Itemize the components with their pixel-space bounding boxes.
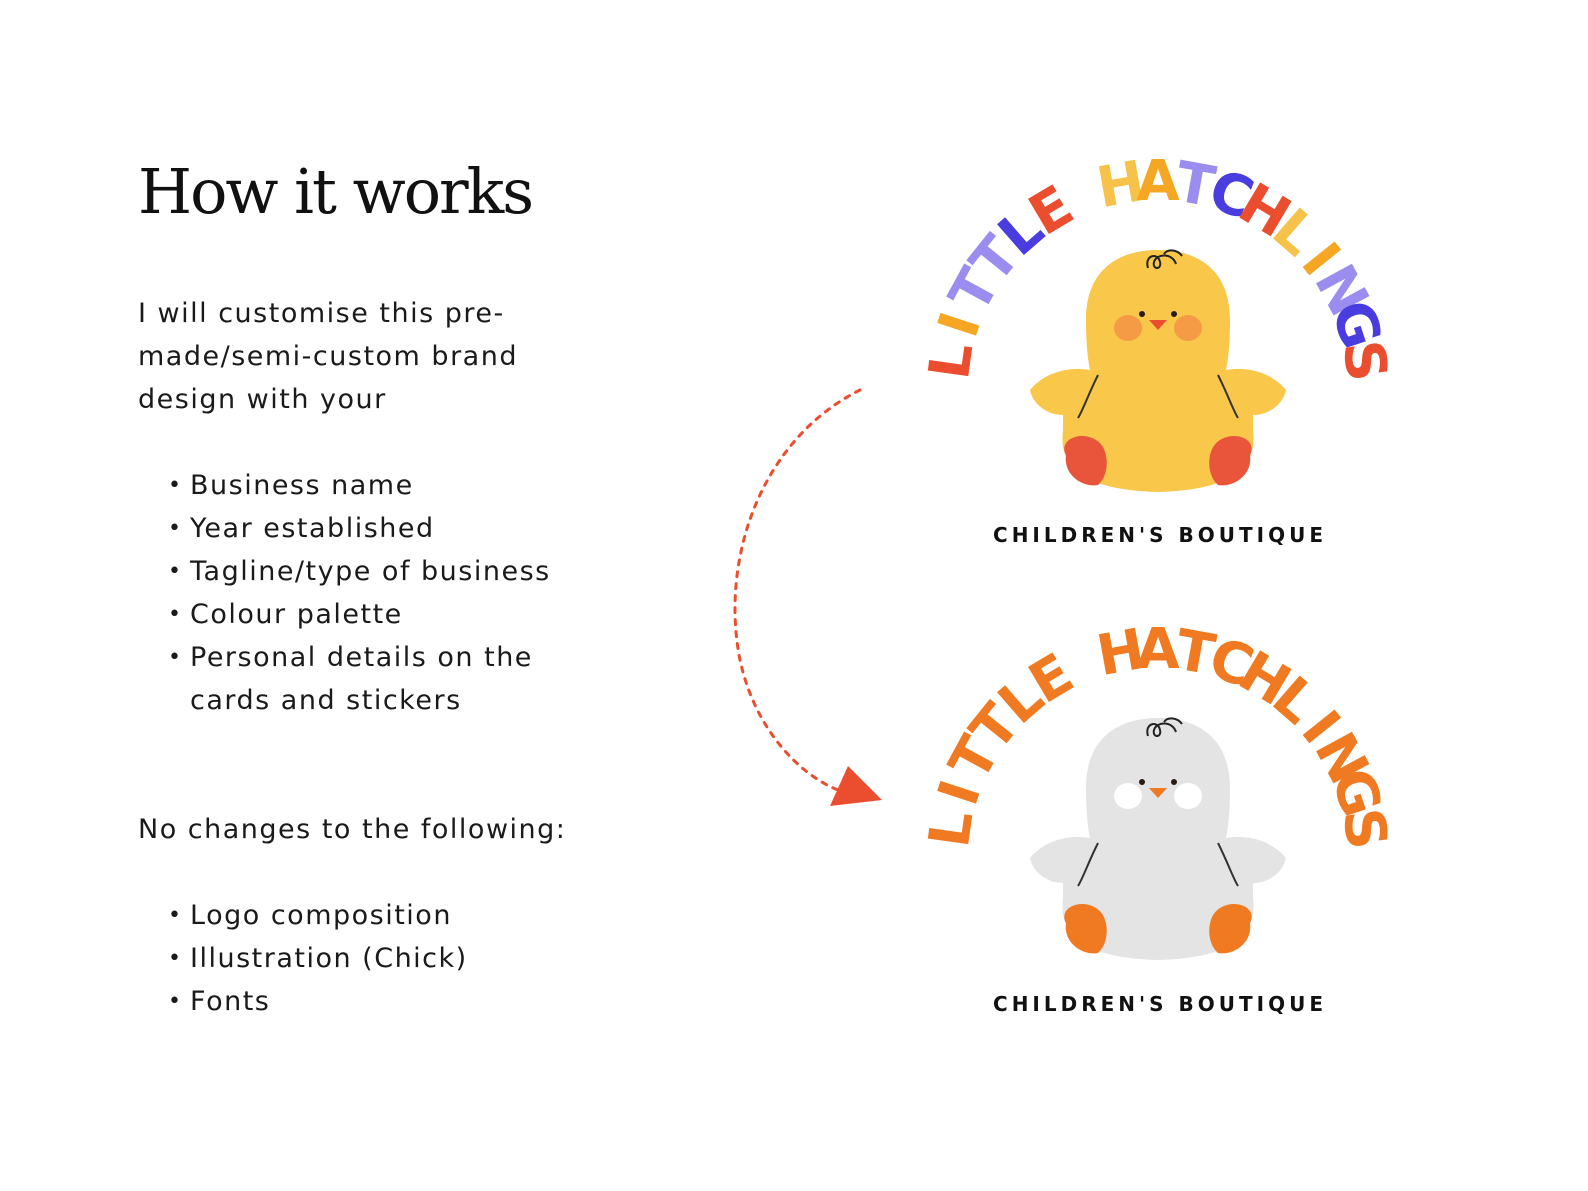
chick-eye [1139,311,1145,317]
chick-foot [1209,435,1252,486]
fixed-items-list: Logo composition Illustration (Chick) Fo… [168,894,608,1023]
no-changes-heading: No changes to the following: [138,814,567,845]
chick-cheek [1114,315,1142,341]
chick-cheek [1174,783,1202,809]
chick-foot [1209,903,1252,954]
chick-illustration [1030,249,1286,492]
chick-body [1030,250,1286,492]
list-item: Business name [168,464,608,507]
arrow-head-icon [830,766,882,806]
chick-cheek [1114,783,1142,809]
logo-letter: S [1329,337,1399,386]
chick-tuft [1146,249,1183,269]
list-item: Fonts [168,980,608,1023]
list-item: Illustration (Chick) [168,937,608,980]
chick-beak [1149,320,1167,330]
logo-letter: A [1136,149,1180,214]
list-item: Personal details on the cards and sticke… [168,636,608,722]
logo-tagline: CHILDREN'S BOUTIQUE [993,992,1327,1016]
chick-beak [1149,788,1167,798]
chick-foot [1064,903,1107,954]
chick-tuft [1146,717,1183,737]
logo-letter: L [917,339,986,383]
page-title: How it works [138,155,534,228]
chick-eye [1171,311,1177,317]
logo-tagline: CHILDREN'S BOUTIQUE [993,523,1327,547]
list-item: Year established [168,507,608,550]
chick-body [1030,718,1286,960]
logo-letter: H [1092,617,1150,689]
logo-letter: H [1092,149,1150,221]
list-item: Logo composition [168,894,608,937]
chick-illustration [1030,717,1286,960]
dotted-arrow-path [733,388,862,792]
list-item: Colour palette [168,593,608,636]
logo-letter: L [917,807,986,851]
logo-letter: S [1329,805,1399,854]
chick-eye [1139,779,1145,785]
chick-cheek [1174,315,1202,341]
logo-letter: A [1136,617,1180,682]
list-item: Tagline/type of business [168,550,608,593]
intro-text: I will customise this pre-made/semi-cust… [138,298,518,415]
chick-eye [1171,779,1177,785]
chick-foot [1064,435,1107,486]
custom-items-list: Business name Year established Tagline/t… [168,464,608,722]
